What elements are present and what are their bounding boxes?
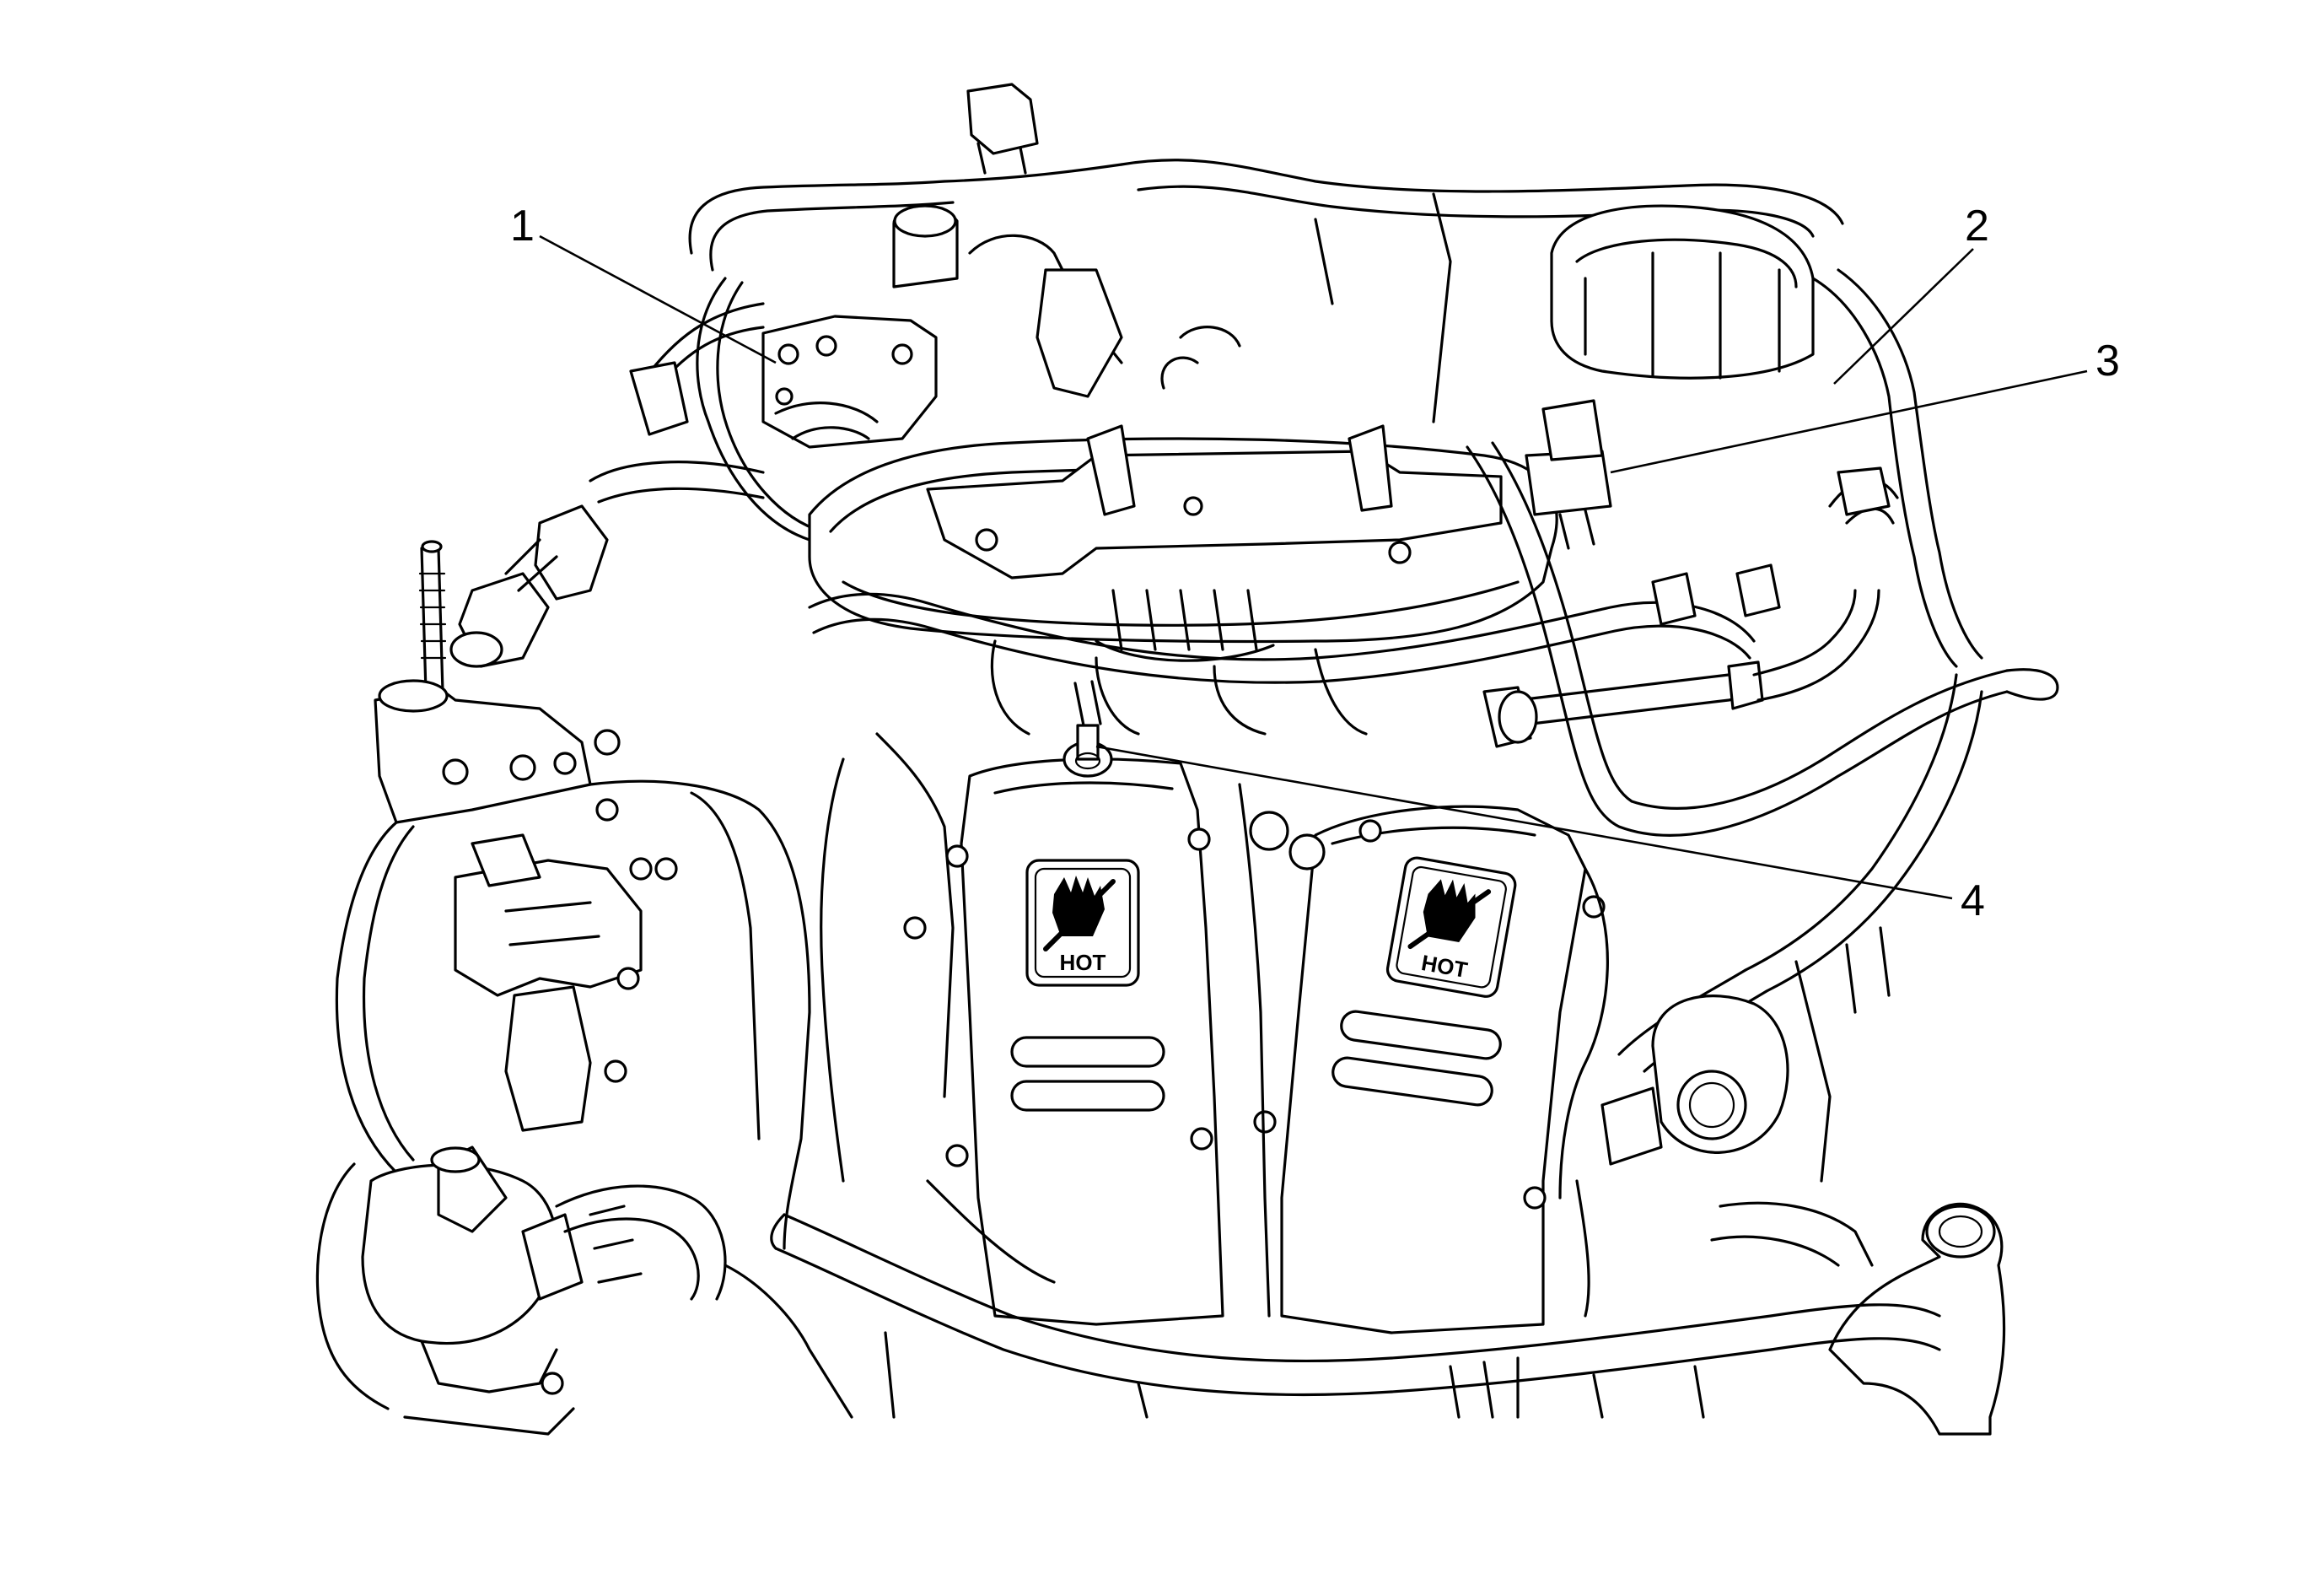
hot-label-text: HOT: [1060, 950, 1106, 975]
hot-label-right: HOT: [1385, 856, 1517, 998]
hot-surface-warning-icon: [1407, 879, 1492, 950]
transaxle: [315, 540, 853, 1436]
callout-2: 2: [1965, 202, 1989, 251]
leader-2: [1833, 248, 1974, 385]
leader-3: [1610, 369, 2088, 474]
heat-shields: [820, 680, 1609, 1334]
callout-1: 1: [510, 202, 535, 251]
hot-surface-warning-icon: [1043, 876, 1116, 951]
callout-3: 3: [2095, 337, 2120, 385]
callout-4: 4: [1961, 876, 1985, 925]
leader-1: [539, 234, 777, 364]
callout-labels: 1 2 3 4: [510, 202, 2120, 925]
right-hoses: [1466, 268, 2059, 1436]
lower-hose: [770, 1179, 1941, 1419]
upper-harness: [449, 83, 1844, 668]
leader-4: [1095, 745, 1953, 900]
callout-leaders: [539, 234, 2088, 900]
intake-manifold: [808, 399, 1756, 736]
hot-label-left: HOT: [1025, 859, 1140, 987]
